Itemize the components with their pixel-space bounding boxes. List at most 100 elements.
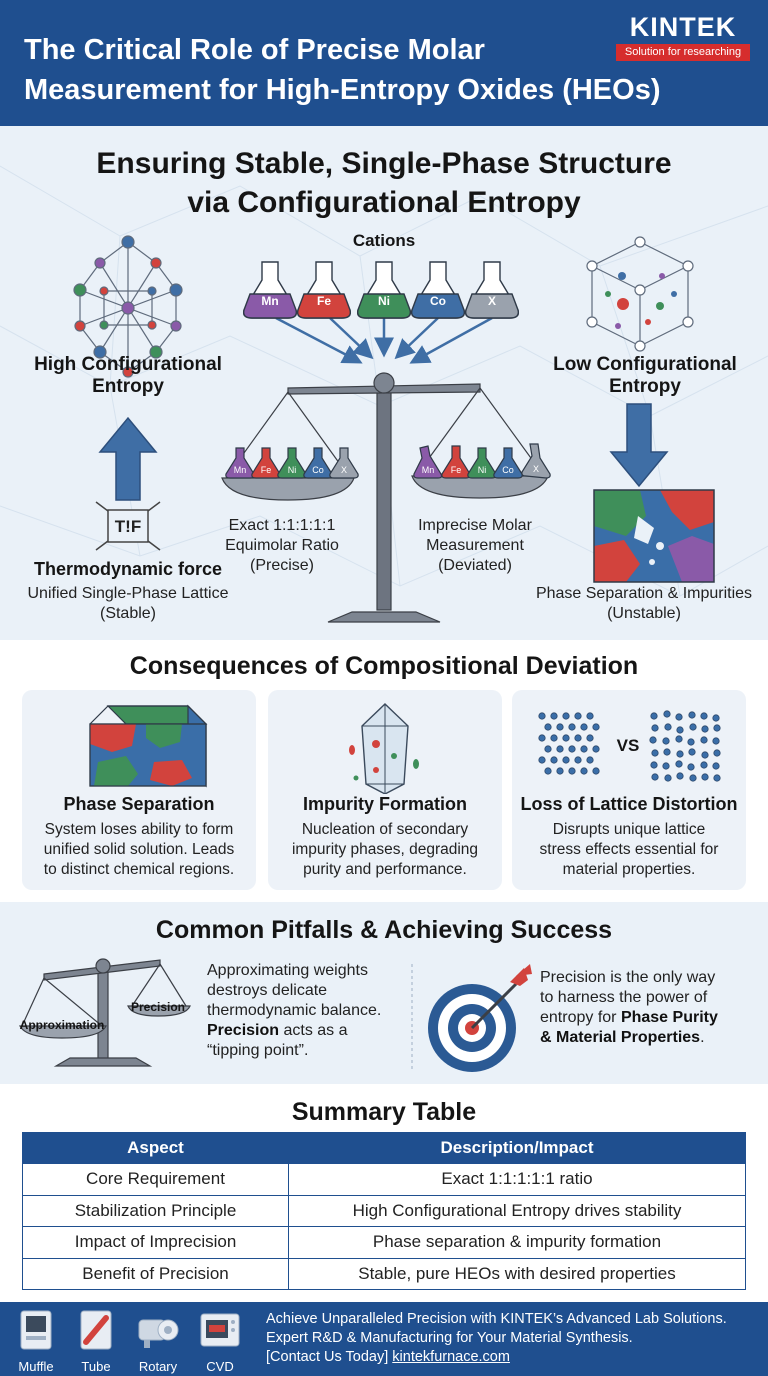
success-text-line-3: entropy for Phase Purity: [540, 1008, 760, 1028]
flask-co-icon: [410, 261, 466, 319]
pitfall-text-line-5: “tipping point”.: [207, 1042, 309, 1059]
unstable-phase-caption-line-1: Phase Separation & Impurities: [535, 585, 753, 602]
card-phase-separation-line-3: to distinct chemical regions.: [43, 861, 235, 878]
left-pan-mn: Mn: [233, 465, 247, 475]
precise-ratio-line-2: Equimolar Ratio: [225, 537, 339, 554]
high-entropy-heading: High Configurational Entropy: [18, 354, 238, 398]
pitfall-text-line-1: Approximating weights: [207, 962, 368, 979]
pitfall-text-line-3: thermodynamic balance.: [207, 1002, 382, 1019]
tool-rotary-label: Rotary: [138, 1359, 178, 1374]
card-impurity-formation-line-3: purity and performance.: [303, 861, 467, 878]
impurity-crystal-icon: [349, 703, 419, 794]
card-lattice-distortion-line-2: stress effects essential for: [539, 841, 719, 858]
pitfall-text-line-4-rest: acts as a: [279, 1022, 348, 1039]
regular-lattice-icon: [538, 712, 600, 775]
table-row: Stabilization Principle High Configurati…: [22, 1194, 746, 1227]
target-icon: [428, 964, 532, 1072]
phase-separation-cube-icon: [89, 704, 208, 788]
card-lattice-distortion-text: Disrupts unique lattice stress effects e…: [518, 820, 740, 880]
distorted-lattice-icon: [649, 710, 721, 782]
table-cell: Stable, pure HEOs with desired propertie…: [288, 1257, 746, 1290]
card-lattice-distortion-title: Loss of Lattice Distortion: [520, 794, 738, 814]
tool-rotary[interactable]: Rotary: [128, 1308, 188, 1374]
card-phase-separation-title: Phase Separation: [63, 794, 215, 814]
card-impurity-formation-title: Impurity Formation: [302, 794, 467, 814]
unstable-phase-caption-line-2: (Unstable): [607, 605, 681, 622]
imprecise-measurement-line-2: Measurement: [426, 537, 524, 554]
consequences-title: Consequences of Compositional Deviation: [129, 652, 639, 680]
website-link[interactable]: kintekfurnace.com: [392, 1349, 510, 1365]
success-phase-purity-bold: Phase Purity: [620, 1009, 718, 1026]
cation-co-label: Co: [430, 294, 446, 308]
flask-mn-icon: [242, 261, 298, 319]
success-material-properties-bold: & Material Properties: [540, 1029, 701, 1046]
success-text-line-4: & Material Properties.: [540, 1028, 760, 1048]
right-pan-x: X: [532, 464, 539, 474]
pitfall-text-line-2: destroys delicate: [207, 982, 328, 999]
cation-fe-label: Fe: [316, 294, 331, 308]
flask-x-icon: [464, 261, 520, 319]
success-text-line-4-rest: .: [700, 1029, 705, 1046]
imprecise-measurement-line-3: (Deviated): [438, 557, 512, 574]
table-cell: Exact 1:1:1:1:1 ratio: [288, 1163, 746, 1196]
precise-ratio-label: Exact 1:1:1:1:1 Equimolar Ratio (Precise…: [212, 516, 352, 576]
brand-name: KINTEK: [629, 12, 737, 42]
section-1-title-line-2: via Configurational Entropy: [187, 186, 581, 219]
table-row: Core Requirement Exact 1:1:1:1:1 ratio: [22, 1163, 746, 1196]
section-1-title: Ensuring Stable, Single-Phase Structure …: [0, 144, 768, 222]
table-cell: Phase separation & impurity formation: [288, 1226, 746, 1259]
summary-table-header: Aspect Description/Impact: [22, 1132, 746, 1164]
table-cell: Impact of Imprecision: [22, 1226, 289, 1259]
entropy-illustration: [73, 235, 715, 623]
page-title-line-2: Measurement for High-Entropy Oxides (HEO…: [24, 74, 661, 106]
right-pan-co: Co: [502, 465, 514, 475]
success-text-line-2: to harness the power of: [540, 989, 708, 1006]
pitfalls-section: Common Pitfalls & Achieving Success Appr…: [0, 902, 768, 1084]
thermodynamic-force-icon-text: T!F: [114, 517, 142, 536]
success-text-line-1: Precision is the only way: [540, 969, 716, 986]
decrease-arrow-icon: [609, 403, 669, 488]
high-entropy-lattice-icon: [73, 235, 183, 378]
cations-label: Cations: [352, 231, 416, 250]
balance-scale-icon: [221, 372, 549, 623]
table-row: Benefit of Precision Stable, pure HEOs w…: [22, 1257, 746, 1290]
footer-line-1: Achieve Unparalleled Precision with KINT…: [266, 1311, 727, 1327]
tool-muffle[interactable]: Muffle: [6, 1308, 66, 1374]
card-phase-separation-line-1: System loses ability to form: [44, 821, 234, 838]
low-entropy-heading: Low Configurational Entropy: [530, 354, 760, 398]
low-entropy-heading-line-2: Entropy: [609, 376, 681, 397]
precise-ratio-line-3: (Precise): [249, 557, 314, 574]
pitfalls-illustration: [19, 958, 532, 1072]
brand-tagline: Solution for researching: [616, 44, 750, 61]
card-phase-separation-line-2: unified solid solution. Leads: [43, 841, 235, 858]
entropy-section: Ensuring Stable, Single-Phase Structure …: [0, 126, 768, 640]
right-pan-flasks: [413, 443, 551, 479]
brand-logo[interactable]: KINTEK Solution for researching: [616, 12, 750, 61]
footer-text: Achieve Unparalleled Precision with KINT…: [266, 1310, 766, 1367]
thermodynamic-force-icon: [95, 501, 161, 551]
contact-us-link[interactable]: [Contact Us Today]: [266, 1349, 389, 1365]
column-header-description: Description/Impact: [288, 1132, 746, 1164]
phase-separation-icon: [593, 489, 715, 583]
table-cell: Benefit of Precision: [22, 1257, 289, 1290]
thermodynamic-force-label: Thermodynamic force: [33, 559, 223, 579]
stable-lattice-caption-line-1: Unified Single-Phase Lattice: [27, 585, 229, 602]
card-lattice-distortion-line-1: Disrupts unique lattice: [552, 821, 706, 838]
low-entropy-heading-line-1: Low Configurational: [553, 354, 737, 375]
flask-ni-icon: [356, 261, 412, 319]
left-pan-x: X: [340, 465, 347, 475]
lattice-vs-label: VS: [616, 736, 640, 755]
cation-ni-label: Ni: [378, 294, 390, 308]
pitfall-text-line-4: Precision acts as a: [207, 1021, 412, 1041]
stable-lattice-caption-line-2: (Stable): [99, 605, 157, 622]
footer-banner: Muffle Tube Rotary CVD Achieve Unparalle…: [0, 1302, 768, 1376]
tilted-scale-icon: [19, 958, 191, 1067]
summary-table: Aspect Description/Impact Core Requireme…: [22, 1132, 746, 1290]
scale-approximation-label: Approximation: [19, 1018, 105, 1032]
card-impurity-formation-line-2: impurity phases, degrading: [291, 841, 479, 858]
tool-cvd[interactable]: CVD: [190, 1308, 250, 1374]
cation-mn-label: Mn: [261, 294, 279, 308]
cation-x-label: X: [487, 294, 496, 308]
tool-tube[interactable]: Tube: [66, 1308, 126, 1374]
header-banner: The Critical Role of Precise Molar Measu…: [0, 0, 768, 126]
